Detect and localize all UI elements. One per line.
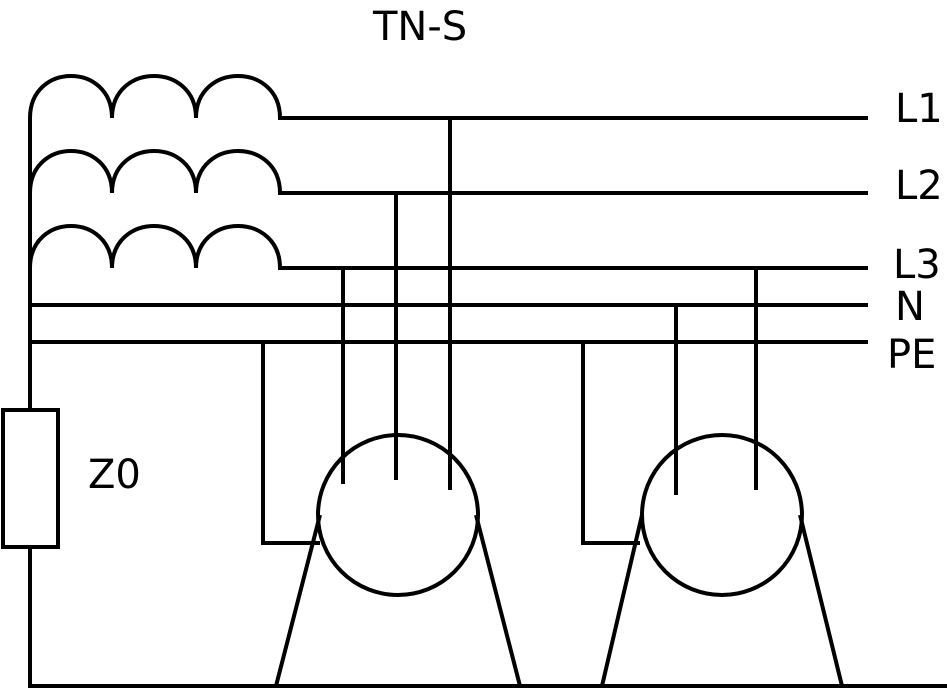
label-l1: L1 bbox=[895, 86, 943, 132]
load-2-stand bbox=[600, 514, 844, 687]
impedance-label: Z0 bbox=[88, 452, 141, 498]
diagram-title: TN-S bbox=[372, 4, 467, 50]
label-pe: PE bbox=[887, 332, 936, 378]
winding-l3 bbox=[28, 224, 868, 270]
transformer-windings bbox=[28, 74, 868, 270]
impedance-z0-box bbox=[1, 408, 60, 549]
load-1-pe-tap bbox=[261, 342, 320, 545]
load-1-stand bbox=[274, 514, 522, 687]
label-l3: L3 bbox=[893, 242, 941, 288]
label-l2: L2 bbox=[895, 163, 943, 209]
load-2-pe-tap bbox=[581, 342, 640, 545]
load-2-body bbox=[640, 433, 804, 597]
label-n: N bbox=[895, 284, 925, 330]
winding-l2 bbox=[28, 149, 868, 195]
load-2 bbox=[581, 268, 844, 687]
load-1 bbox=[261, 118, 522, 687]
winding-l1 bbox=[28, 74, 868, 120]
